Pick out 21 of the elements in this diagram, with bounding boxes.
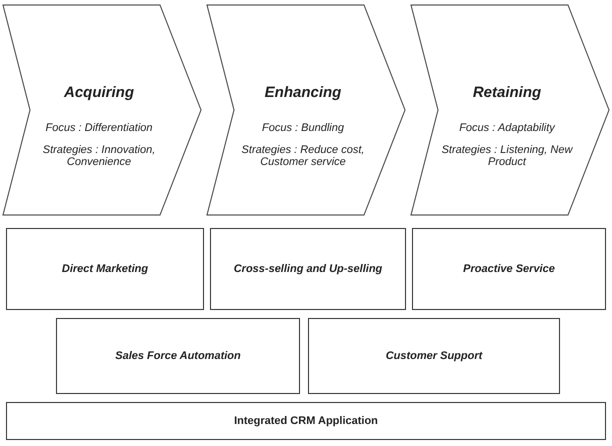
strategies-text: Strategies : Reduce cost, Customer service xyxy=(240,144,366,168)
process-box xyxy=(56,318,300,394)
process-box xyxy=(210,228,406,310)
stage-heading: Retaining xyxy=(472,84,542,101)
box-label: Customer Support xyxy=(386,350,482,362)
focus-text: Focus : Differentiation xyxy=(44,122,154,134)
process-box xyxy=(6,402,606,440)
process-box xyxy=(308,318,560,394)
box-label: Cross-selling and Up-selling xyxy=(234,263,382,275)
stage-heading: Acquiring xyxy=(62,84,135,101)
focus-text: Focus : Bundling xyxy=(261,122,345,134)
box-label: Sales Force Automation xyxy=(115,350,241,362)
focus-text: Focus : Adaptability xyxy=(458,122,556,134)
process-box xyxy=(6,228,204,310)
box-label: Integrated CRM Application xyxy=(234,415,378,427)
box-label: Proactive Service xyxy=(463,263,555,275)
strategies-text: Strategies : Innovation, Convenience xyxy=(42,144,156,168)
process-box xyxy=(412,228,606,310)
strategies-text: Strategies : Listening, New Product xyxy=(440,144,574,168)
box-label: Direct Marketing xyxy=(62,263,148,275)
stage-heading: Enhancing xyxy=(264,84,342,101)
